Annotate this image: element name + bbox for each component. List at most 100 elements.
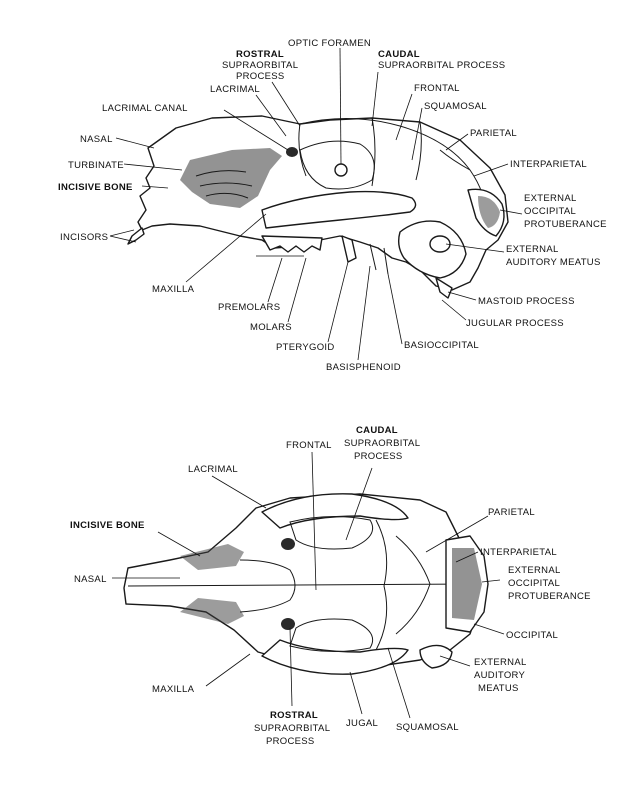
leader-dorsal-squamosal — [387, 647, 411, 719]
label-turbinate: TURBINATE — [68, 160, 124, 171]
lateral-leader-lines — [109, 47, 523, 361]
dorsal-leader-lines — [112, 451, 505, 719]
leader-turbinate — [123, 163, 183, 171]
dorsal-nasal-stipple-lower — [180, 598, 244, 624]
leader-dorsal-caudal — [345, 467, 373, 541]
leader-external-occipital — [499, 209, 523, 215]
dorsal-label-external-auditory-2: AUDITORY — [474, 670, 526, 681]
dorsal-midline-suture — [127, 583, 477, 587]
leader-squamosal — [411, 107, 423, 161]
label-pterygoid: PTERYGOID — [276, 342, 334, 353]
lateral-pterygoid — [341, 235, 357, 263]
leader-incisive-bone — [141, 185, 169, 189]
leader-dorsal-parietal — [425, 515, 489, 553]
label-squamosal: SQUAMOSAL — [424, 101, 487, 112]
lateral-zygomatic-arch — [261, 190, 417, 229]
leader-lacrimal — [255, 94, 287, 137]
leader-dorsal-frontal — [311, 451, 317, 591]
lateral-labels: OPTIC FORAMEN ROSTRAL SUPRAORBITAL PROCE… — [58, 38, 607, 373]
leader-optic-foramen — [339, 47, 342, 165]
label-external-auditory-1: EXTERNAL — [506, 244, 559, 255]
lateral-incisors — [127, 227, 145, 245]
label-rostral-supraorbital: SUPRAORBITAL — [222, 60, 298, 71]
leader-molars — [287, 257, 307, 323]
leader-basisphenoid — [357, 265, 371, 361]
lateral-lacrimal-canal — [286, 147, 298, 157]
label-external-auditory-2: AUDITORY MEATUS — [506, 257, 601, 268]
leader-dorsal-lacrimal — [211, 475, 267, 509]
leader-incisors-2 — [109, 235, 137, 243]
leader-premolars — [256, 255, 304, 303]
dorsal-label-external: EXTERNAL — [508, 565, 561, 576]
dorsal-frontal-sutures — [239, 519, 388, 651]
dorsal-label-occipital-1: OCCIPITAL — [508, 578, 560, 589]
dorsal-label-rostral: ROSTRAL — [270, 710, 318, 721]
label-maxilla: MAXILLA — [152, 284, 195, 295]
dorsal-label-nasal: NASAL — [74, 574, 107, 585]
leader-dorsal-incisive — [157, 531, 201, 557]
leader-frontal — [395, 93, 413, 141]
label-caudal: CAUDAL — [378, 49, 420, 60]
dorsal-label-caudal-process: PROCESS — [354, 451, 403, 462]
dorsal-label-caudal: CAUDAL — [356, 425, 398, 436]
dorsal-orbit-upper — [289, 515, 374, 550]
label-interparietal: INTERPARIETAL — [510, 159, 587, 170]
label-premolars: PREMOLARS — [218, 302, 280, 313]
dorsal-label-lacrimal: LACRIMAL — [188, 464, 238, 475]
dorsal-labels: CAUDAL SUPRAORBITAL PROCESS FRONTAL LACR… — [70, 425, 591, 747]
leader-dorsal-external-auditory — [439, 655, 471, 667]
label-parietal: PARIETAL — [470, 128, 517, 139]
label-basioccipital: BASIOCCIPITAL — [404, 340, 479, 351]
label-external: EXTERNAL — [524, 193, 577, 204]
leader-incisors-1 — [109, 229, 135, 237]
leader-caudal-supraorbital — [371, 71, 379, 127]
dorsal-label-external-auditory-3: MEATUS — [478, 683, 519, 694]
dorsal-label-protuberance: PROTUBERANCE — [508, 591, 591, 602]
dorsal-label-jugal: JUGAL — [346, 718, 378, 729]
dorsal-label-caudal-supraorbital: SUPRAORBITAL — [344, 438, 420, 449]
leader-basioccipital — [387, 273, 403, 345]
dorsal-label-frontal: FRONTAL — [286, 440, 332, 451]
label-nasal: NASAL — [80, 134, 113, 145]
label-optic-foramen: OPTIC FORAMEN — [288, 38, 371, 49]
dorsal-lacrimal-mark-lower — [281, 618, 295, 630]
dorsal-parietal-lines — [395, 535, 431, 635]
leader-jugular — [441, 299, 467, 321]
dorsal-label-incisive-bone: INCISIVE BONE — [70, 520, 145, 531]
leader-mastoid — [447, 291, 477, 301]
dorsal-label-interparietal: INTERPARIETAL — [480, 547, 557, 558]
leader-interparietal — [473, 163, 509, 177]
leader-parietal — [445, 133, 469, 151]
dorsal-label-maxilla: MAXILLA — [152, 684, 195, 695]
lateral-auditory-meatus — [429, 235, 451, 253]
dorsal-label-squamosal: SQUAMOSAL — [396, 722, 459, 733]
leader-dorsal-interparietal — [455, 551, 479, 563]
dorsal-label-parietal: PARIETAL — [488, 507, 535, 518]
label-lacrimal: LACRIMAL — [210, 84, 260, 95]
label-protuberance: PROTUBERANCE — [524, 219, 607, 230]
label-frontal: FRONTAL — [414, 83, 460, 94]
lateral-occipital-shade — [478, 196, 500, 228]
leader-dorsal-jugal — [349, 671, 363, 715]
lateral-tooth-row — [261, 235, 323, 253]
leader-dorsal-external-occipital — [481, 579, 501, 583]
dorsal-occipital-shade — [452, 548, 482, 620]
label-rostral-process: PROCESS — [236, 71, 285, 82]
dorsal-zygomatic-lower — [261, 639, 409, 675]
leader-lacrimal-canal — [223, 109, 289, 151]
dorsal-lacrimal-mark-upper — [281, 538, 295, 550]
label-incisive-bone: INCISIVE BONE — [58, 182, 133, 193]
dorsal-label-occipital-2: OCCIPITAL — [506, 630, 558, 641]
leader-dorsal-occipital — [473, 623, 505, 635]
dorsal-orbit-lower — [289, 618, 374, 653]
leader-dorsal-rostral — [289, 627, 293, 707]
dorsal-label-rostral-process: PROCESS — [266, 736, 315, 747]
label-incisors: INCISORS — [60, 232, 108, 243]
leader-rostral-supraorbital — [271, 81, 301, 127]
leader-dorsal-maxilla — [205, 653, 251, 687]
leader-nasal — [115, 137, 155, 149]
dorsal-zygomatic-upper — [261, 493, 409, 529]
lateral-optic-foramen — [334, 163, 348, 177]
dorsal-label-external-auditory-1: EXTERNAL — [474, 657, 527, 668]
